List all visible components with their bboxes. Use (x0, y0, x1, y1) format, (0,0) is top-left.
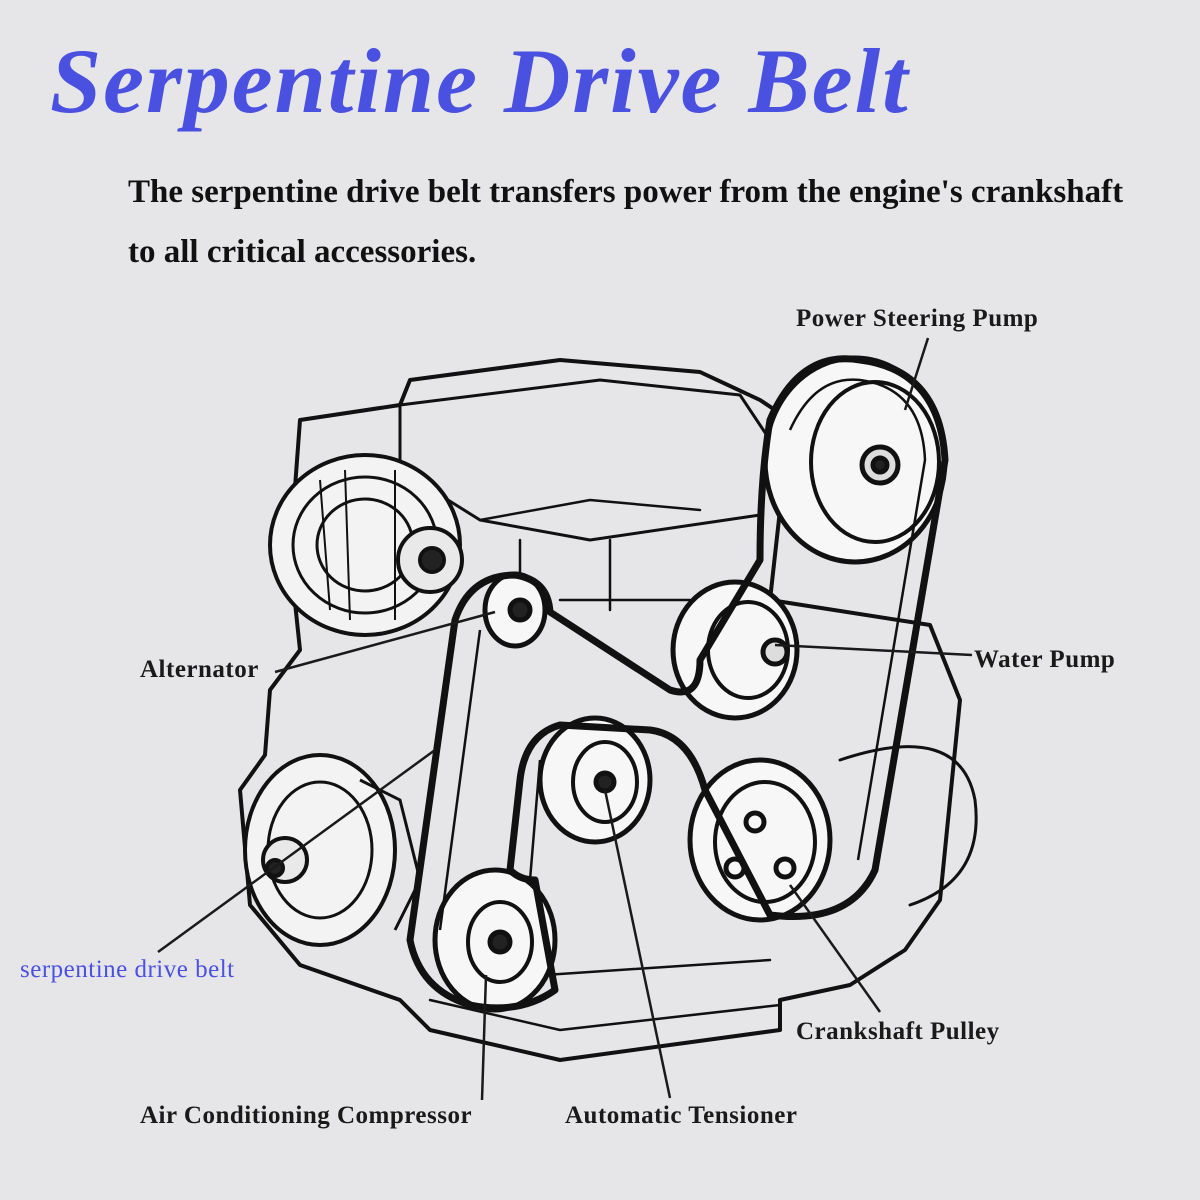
leader-crank (788, 884, 882, 1013)
ac-compressor-icon (243, 753, 422, 947)
label-air-conditioning-compressor: Air Conditioning Compressor (140, 1102, 473, 1129)
leader-belt (157, 748, 436, 954)
leader-alternator (274, 610, 496, 674)
head-detail (478, 498, 702, 612)
leader-tensioner (603, 789, 672, 1099)
label-alternator: Alternator (140, 656, 259, 683)
label-serpentine-drive-belt: serpentine drive belt (20, 956, 235, 983)
label-power-steering-pump: Power Steering Pump (796, 305, 1039, 332)
power-steering-pulley (762, 355, 948, 565)
serpentine-belt (406, 355, 949, 1012)
label-automatic-tensioner: Automatic Tensioner (565, 1102, 798, 1129)
leader-power-steering (903, 337, 930, 411)
leader-water-pump (774, 643, 973, 657)
alternator-pulley (482, 571, 548, 649)
engine-block (238, 358, 962, 1062)
belt-inner-edge (438, 378, 927, 931)
alternator-icon (268, 453, 464, 637)
description: The serpentine drive belt transfers powe… (128, 174, 1124, 270)
page-title: Serpentine Drive Belt (50, 30, 910, 132)
leader-ac (480, 974, 488, 1101)
ac-pulley (432, 867, 558, 1013)
crank-housing (838, 745, 978, 907)
label-water-pump: Water Pump (974, 646, 1116, 673)
tensioner-pulley (537, 715, 653, 845)
label-crankshaft-pulley: Crankshaft Pulley (796, 1018, 1000, 1045)
